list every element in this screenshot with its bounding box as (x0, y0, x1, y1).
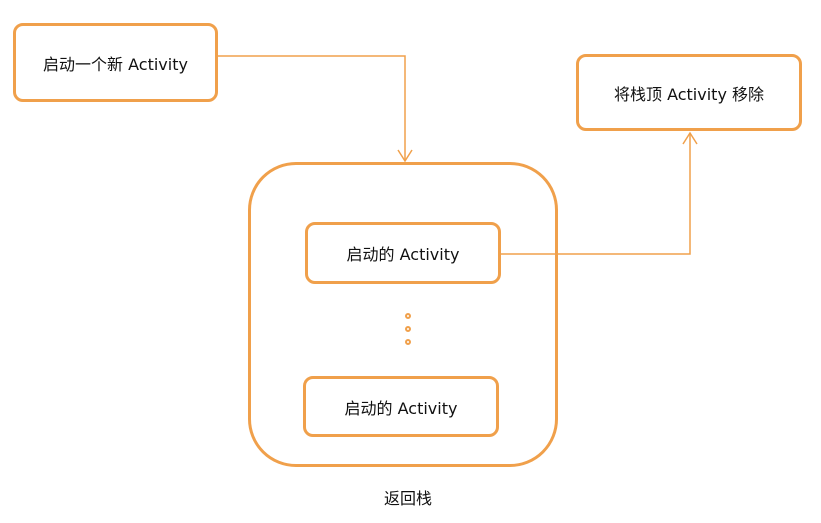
push-arrowhead (397, 149, 413, 163)
stack-bottom-activity-label: 启动的 Activity (344, 398, 458, 418)
back-stack-container (248, 162, 558, 467)
pop-arrowhead (682, 131, 698, 145)
stack-bottom-activity-node: 启动的 Activity (303, 376, 499, 437)
stack-top-activity-node: 启动的 Activity (305, 222, 501, 284)
ellipsis-dot (405, 313, 411, 319)
ellipsis-dot (405, 326, 411, 332)
ellipsis-dot (405, 339, 411, 345)
start-new-activity-node: 启动一个新 Activity (13, 23, 218, 102)
pop-arrow-line (501, 133, 691, 255)
pop-top-activity-label: 将栈顶 Activity 移除 (613, 84, 764, 104)
push-arrow-line (218, 55, 406, 161)
back-stack-label: 返回栈 (383, 489, 432, 508)
start-new-activity-label: 启动一个新 Activity (43, 54, 188, 74)
pop-top-activity-node: 将栈顶 Activity 移除 (576, 54, 802, 131)
stack-top-activity-label: 启动的 Activity (346, 245, 460, 264)
